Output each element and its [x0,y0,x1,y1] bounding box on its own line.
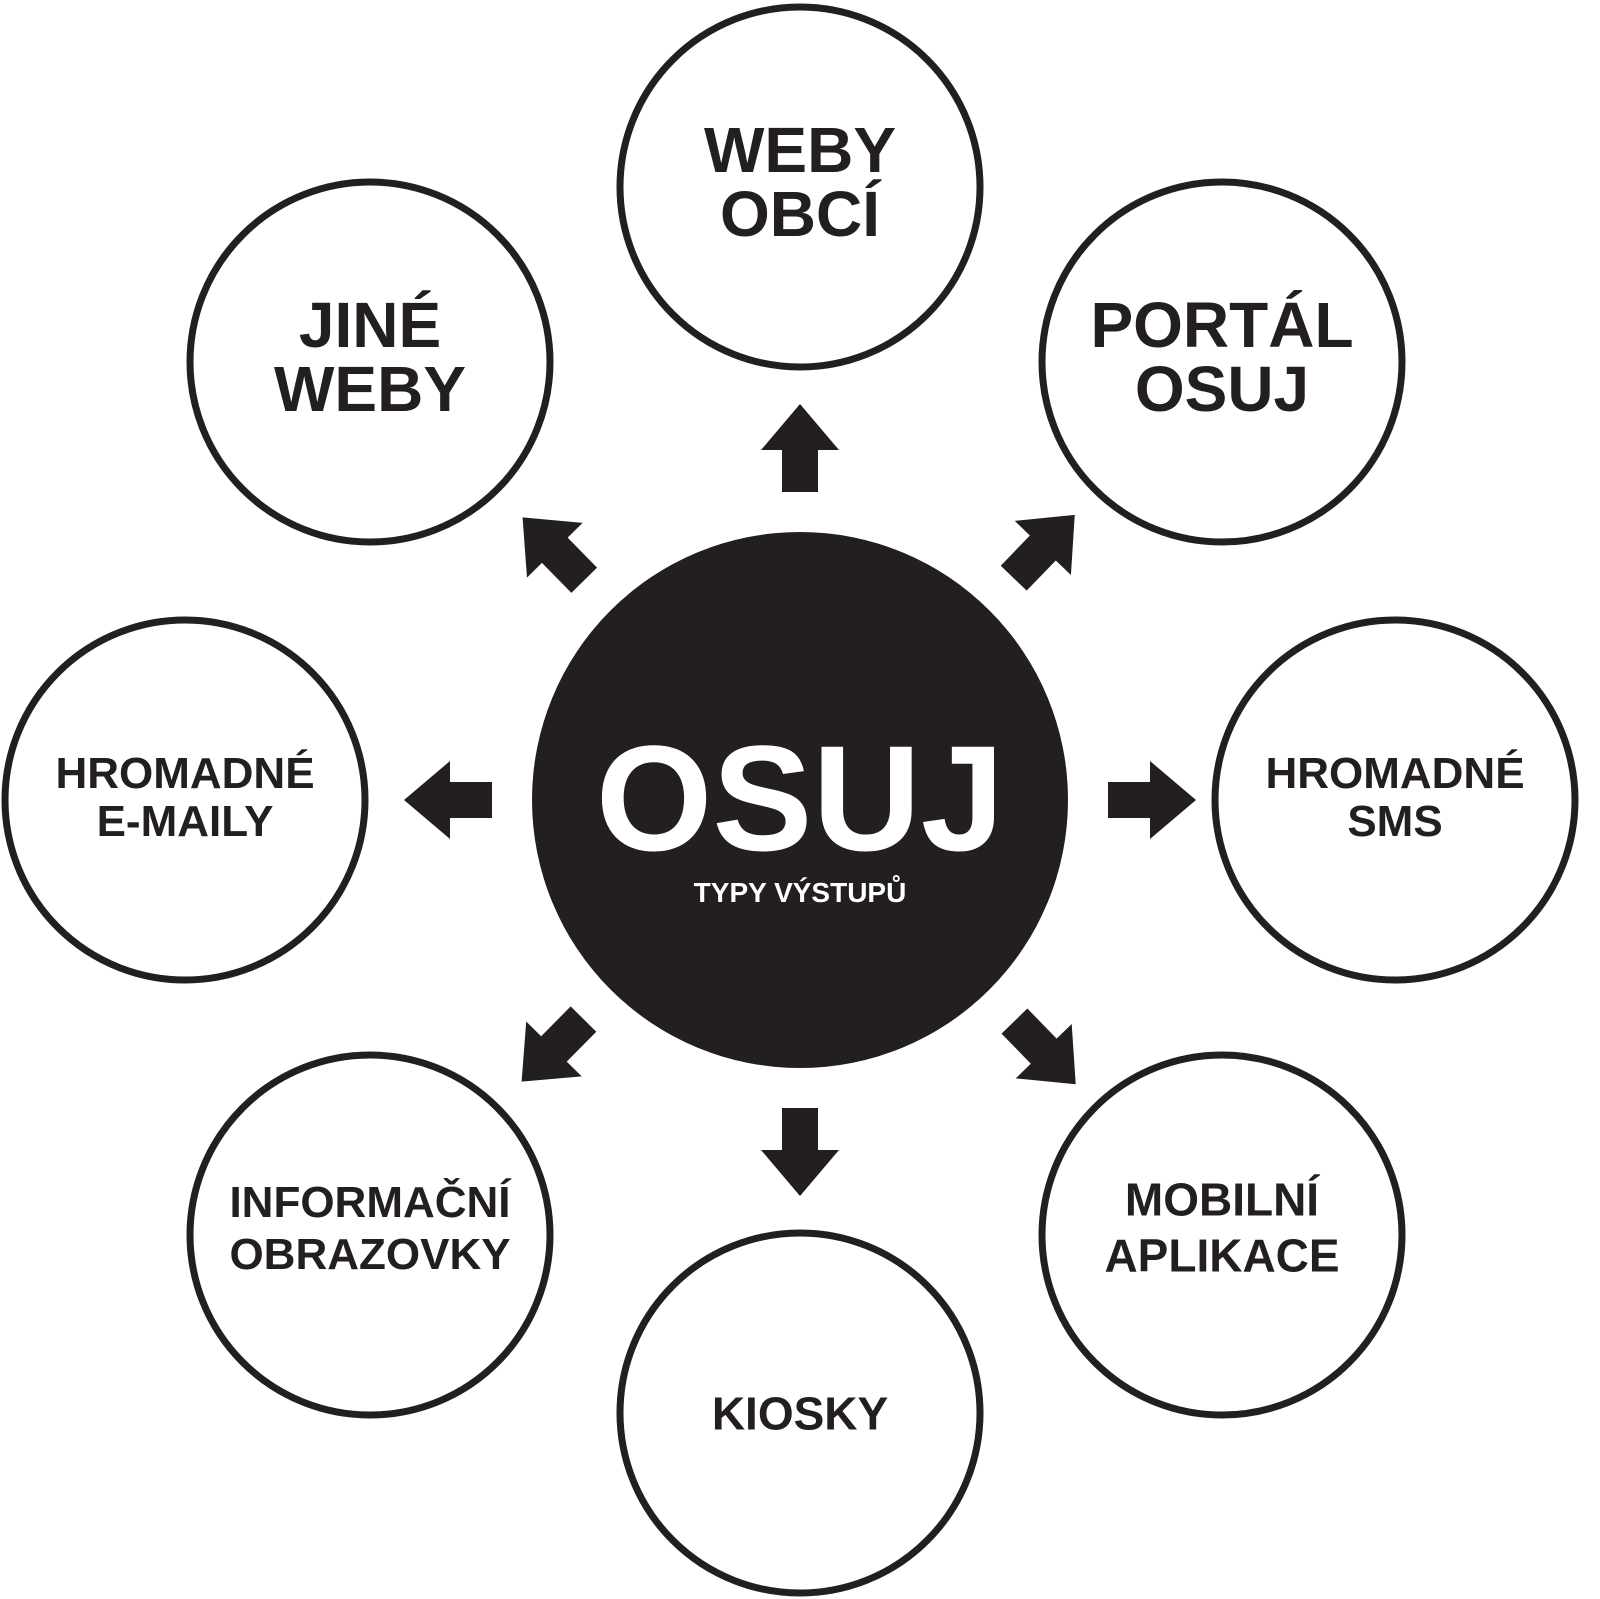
node-circle [616,3,984,371]
center-node: OSUJ TYPY VÝSTUPŮ [532,532,1068,1068]
node-label: MOBILNÍ [1125,1174,1320,1226]
node-label: SMS [1347,797,1442,846]
arrow-icon [404,761,492,839]
node-circle [186,1051,554,1419]
node-label: WEBY [274,353,466,425]
node-label: PORTÁL [1090,289,1353,361]
center-subtitle: TYPY VÝSTUPŮ [694,875,907,908]
node-circle [186,178,554,546]
center-title: OSUJ [596,714,1004,882]
node-label: JINÉ [299,289,441,361]
node-kiosky: KIOSKY [616,1229,984,1597]
node-circle [616,1229,984,1597]
node-circle [1038,178,1406,546]
node-label: KIOSKY [712,1388,888,1440]
node-label: OSUJ [1135,353,1309,425]
node-label: OBRAZOVKY [229,1230,510,1279]
node-label: INFORMAČNÍ [229,1176,512,1227]
node-label: E-MAILY [97,797,274,846]
node-label: WEBY [704,114,896,186]
node-label: OBCÍ [720,178,882,250]
output-nodes: WEBYOBCÍPORTÁLOSUJHROMADNÉSMSMOBILNÍAPLI… [1,3,1579,1597]
arrow-icon [1001,1008,1076,1085]
node-label: HROMADNÉ [55,748,314,798]
arrow-icon [521,1006,597,1082]
arrow-icon [1108,761,1196,839]
node-label: HROMADNÉ [1265,748,1524,798]
arrows [404,404,1196,1196]
node-circle [1,616,369,984]
arrow-icon [761,1108,839,1196]
center-circle [532,532,1068,1068]
node-label: APLIKACE [1104,1230,1339,1282]
node-circle [1038,1051,1406,1419]
arrow-icon [522,517,598,593]
node-circle [1211,616,1579,984]
arrow-icon [761,404,839,492]
arrow-icon [1000,514,1075,591]
